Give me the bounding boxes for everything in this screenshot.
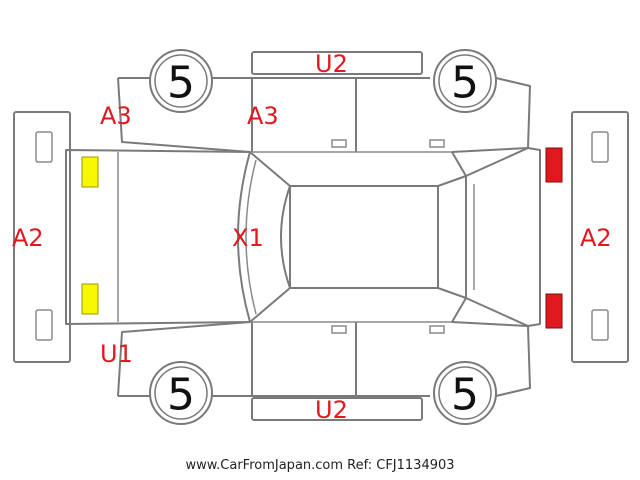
car-top-side	[117, 51, 531, 153]
car-bottom-side	[117, 321, 531, 421]
rear-left-light-marker	[545, 147, 563, 183]
car-body-top-view	[65, 147, 541, 327]
wheel-rear-right-score: 5	[451, 370, 479, 421]
wheel-rear-left-score: 5	[451, 58, 479, 109]
front-bumper	[13, 111, 71, 363]
code-windshield: X1	[232, 224, 264, 252]
front-right-light-marker	[81, 283, 99, 315]
code-front-left-fender: A3	[100, 102, 132, 130]
wheel-front-left-score: 5	[167, 58, 195, 109]
rear-right-light-marker	[545, 293, 563, 329]
rear-bumper	[571, 111, 629, 363]
wheel-front-right-score: 5	[167, 370, 195, 421]
wheel-front-left: 5	[149, 49, 213, 113]
reference-footer: www.CarFromJapan.com Ref: CFJ1134903	[185, 458, 455, 473]
wheel-front-right: 5	[149, 361, 213, 425]
code-front-bumper: A2	[12, 224, 44, 252]
code-rear-bumper: A2	[580, 224, 612, 252]
code-front-left-door: A3	[247, 102, 279, 130]
code-front-left-lower: U1	[100, 340, 133, 368]
wheel-rear-left: 5	[433, 49, 497, 113]
front-left-light-marker	[81, 156, 99, 188]
code-top-door: U2	[315, 50, 348, 78]
wheel-rear-right: 5	[433, 361, 497, 425]
code-bottom-door: U2	[315, 396, 348, 424]
